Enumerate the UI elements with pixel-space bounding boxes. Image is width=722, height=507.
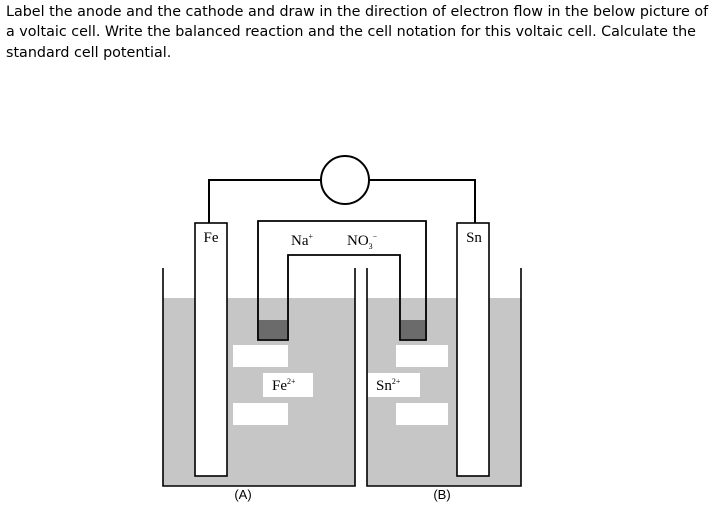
salt-bridge-anion-label: NO3− <box>347 232 378 251</box>
left-glare-bottom <box>233 403 288 425</box>
voltmeter-circle <box>320 155 370 205</box>
salt-bridge-outline <box>257 220 427 341</box>
salt-bridge-cation-label: Na+ <box>291 232 314 249</box>
right-glare-bottom <box>396 403 448 425</box>
right-glare-mid <box>368 373 420 397</box>
left-glare-top <box>233 345 288 367</box>
right-beaker <box>366 268 522 487</box>
salt-bridge-right-liquid <box>401 298 425 320</box>
external-wire <box>208 179 476 223</box>
right-glare-top <box>396 345 448 367</box>
sn-electrode-label: Sn <box>466 230 482 246</box>
fe-electrode-submerged <box>196 298 226 475</box>
left-beaker-label: (A) <box>234 487 251 502</box>
salt-bridge-left-plug <box>259 320 287 340</box>
salt-bridge-left-liquid <box>259 298 287 320</box>
right-beaker-label: (B) <box>433 487 450 502</box>
fe-electrode-label: Fe <box>204 230 219 246</box>
sn-electrode-submerged <box>458 298 488 475</box>
right-solution-ion-label: Sn2+ <box>376 377 401 394</box>
salt-bridge-right-plug <box>401 320 425 340</box>
left-solution-ion-label: Fe2+ <box>272 377 296 394</box>
left-beaker <box>162 268 356 487</box>
question-text: Label the anode and the cathode and draw… <box>6 4 709 61</box>
left-glare-mid <box>263 373 313 397</box>
